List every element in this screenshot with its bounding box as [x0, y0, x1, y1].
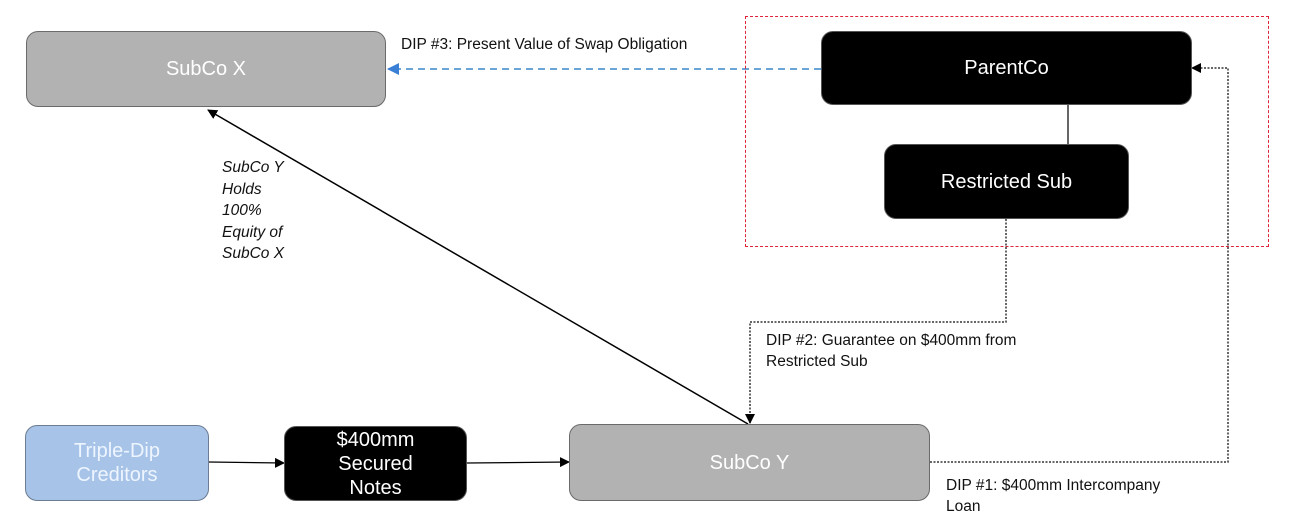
node-parentco-label: ParentCo	[964, 57, 1049, 79]
dip1-arrow	[930, 63, 1229, 463]
dip2-arrow	[745, 219, 1007, 424]
equity-label: SubCo Y Holds 100% Equity of SubCo X	[222, 157, 284, 265]
node-subco-y[interactable]: SubCo Y	[569, 424, 930, 501]
node-triple-dip-creditors[interactable]: Triple-Dip Creditors	[25, 425, 209, 501]
node-secured-notes[interactable]: $400mm Secured Notes	[284, 426, 467, 501]
restricted-group-boundary	[745, 16, 1269, 247]
equity-label-line: 100%	[222, 202, 262, 219]
creditors-to-notes-arrow	[208, 457, 285, 468]
dip2-label-line: Restricted Sub	[766, 353, 868, 370]
notes-to-subco-y-arrow	[466, 457, 570, 468]
equity-label-line: SubCo Y	[222, 159, 284, 176]
dip1-label: DIP #1: $400mm Intercompany Loan	[946, 475, 1160, 517]
node-subco-y-label: SubCo Y	[709, 451, 790, 474]
equity-arrow	[207, 109, 749, 425]
node-secured-notes-label: $400mm Secured Notes	[336, 428, 415, 499]
node-parentco[interactable]: ParentCo	[821, 31, 1192, 105]
dip2-label-line: DIP #2: Guarantee on $400mm from	[766, 332, 1017, 349]
node-restricted-sub[interactable]: Restricted Sub	[884, 144, 1129, 219]
dip2-label: DIP #2: Guarantee on $400mm from Restric…	[766, 330, 1016, 372]
node-subco-x[interactable]: SubCo X	[26, 31, 386, 107]
dip1-label-line: Loan	[946, 498, 981, 515]
dip1-label-line: DIP #1: $400mm Intercompany	[946, 477, 1161, 494]
node-triple-dip-creditors-label: Triple-Dip Creditors	[74, 440, 160, 486]
dip3-label: DIP #3: Present Value of Swap Obligation	[401, 36, 688, 53]
node-subco-x-label: SubCo X	[165, 58, 247, 80]
equity-label-line: Equity of	[222, 223, 283, 241]
equity-label-line: SubCo X	[222, 245, 285, 262]
equity-label-line: Holds	[222, 180, 262, 198]
node-restricted-sub-label: Restricted Sub	[940, 170, 1073, 193]
